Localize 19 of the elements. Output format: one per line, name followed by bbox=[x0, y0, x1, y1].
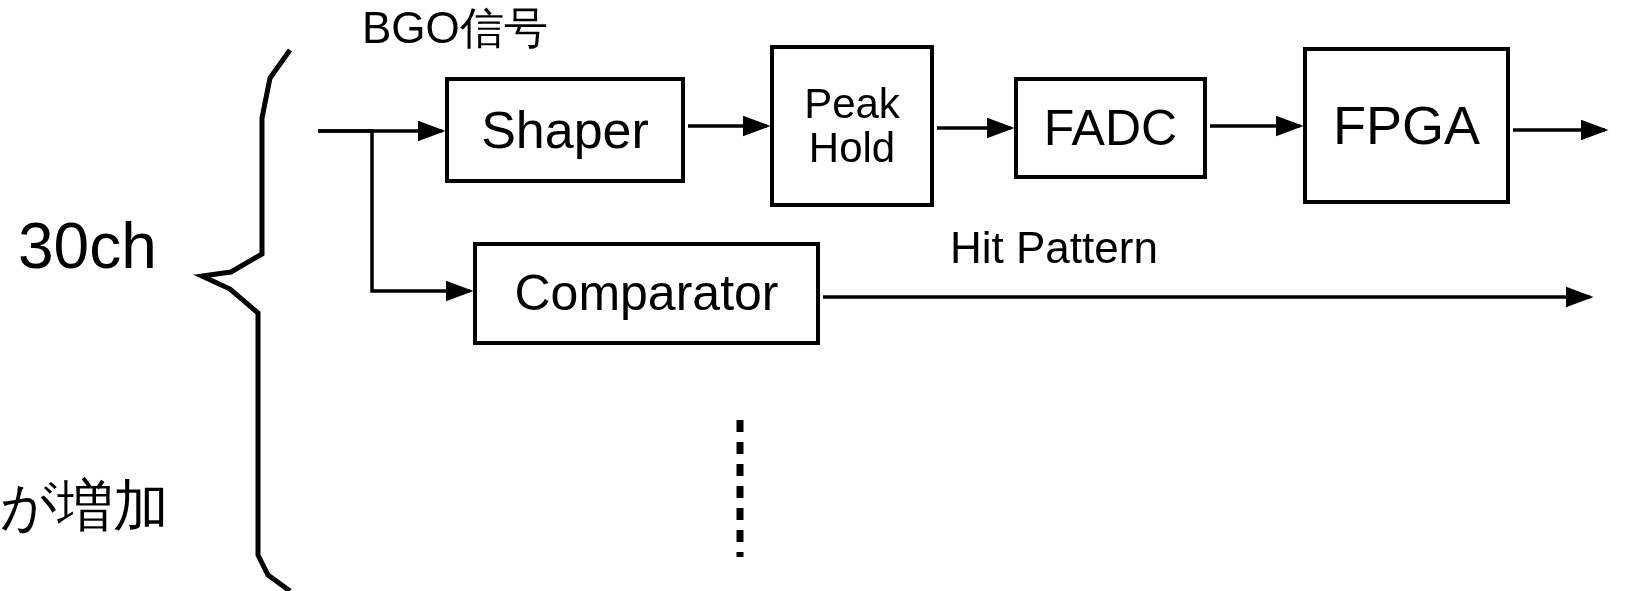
process-box bbox=[473, 242, 820, 345]
arrow bbox=[318, 129, 474, 302]
box-label: Peak Hold bbox=[803, 81, 901, 171]
arrow bbox=[823, 286, 1594, 308]
arrow bbox=[1513, 119, 1609, 141]
process-box bbox=[1303, 47, 1510, 204]
edge-label: BGO信号 bbox=[362, 6, 548, 50]
arrow bbox=[688, 115, 771, 137]
process-box bbox=[770, 45, 934, 207]
process-box bbox=[445, 77, 685, 183]
arrow bbox=[937, 117, 1015, 139]
box-label: FADC bbox=[1043, 98, 1178, 158]
box-label: Comparator bbox=[514, 264, 779, 323]
box-label: FPGA bbox=[1333, 94, 1480, 157]
box-label: Shaper bbox=[481, 100, 649, 161]
label: が増加 bbox=[0, 478, 169, 534]
label: 30ch bbox=[18, 214, 157, 278]
arrow bbox=[1210, 115, 1304, 137]
process-box bbox=[1014, 77, 1207, 179]
